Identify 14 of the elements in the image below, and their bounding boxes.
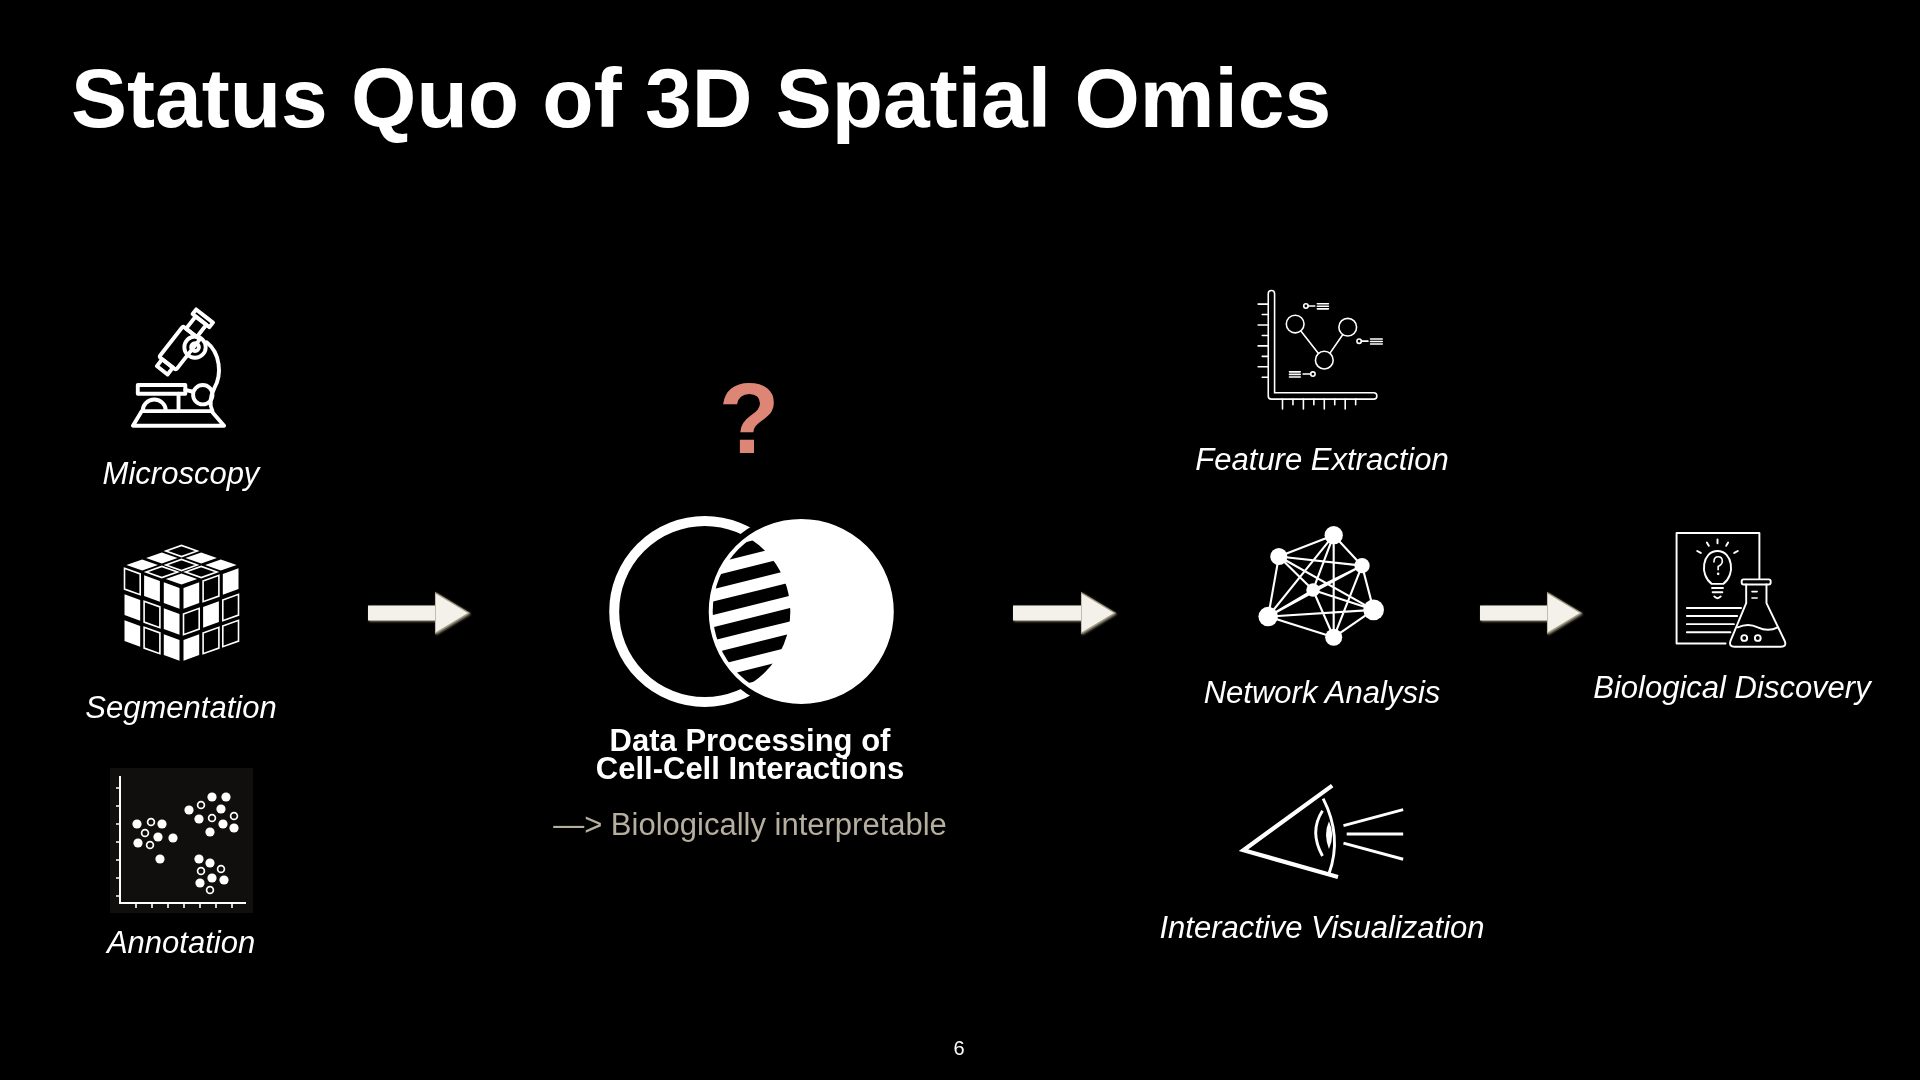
- step-label: Segmentation: [85, 690, 277, 726]
- step-label: Network Analysis: [1203, 675, 1441, 711]
- step-label: Interactive Visualization: [1159, 910, 1485, 946]
- arrow: [368, 591, 470, 635]
- step-label: Microscopy: [102, 456, 260, 492]
- arrow: [1013, 591, 1116, 635]
- question-mark: ?: [718, 368, 780, 468]
- step-label: Annotation: [106, 925, 256, 961]
- page-number: 6: [953, 1036, 965, 1060]
- process-title: Data Processing of Cell-Cell Interactions: [594, 727, 906, 783]
- step-label: Feature Extraction: [1195, 442, 1449, 478]
- note-text: —> Biologically interpretable: [553, 807, 947, 843]
- step-label: Biological Discovery: [1593, 670, 1871, 706]
- arrow: [1480, 591, 1582, 635]
